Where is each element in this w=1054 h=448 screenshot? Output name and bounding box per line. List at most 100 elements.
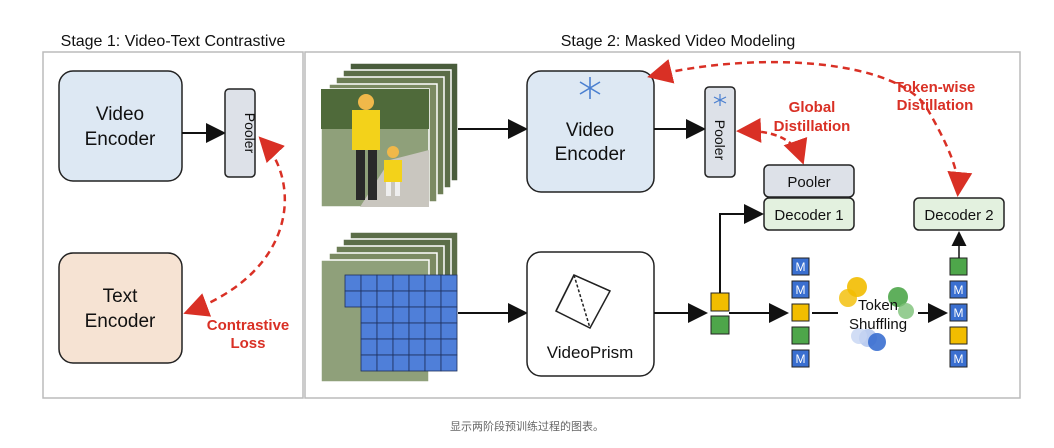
mask-cell — [360, 274, 378, 292]
stage1-panel — [42, 51, 304, 399]
mask-cell — [344, 274, 362, 292]
token-yellow — [710, 292, 730, 312]
stage2-pooler-vertical-label: Pooler — [712, 120, 728, 161]
mask-token-label: M — [954, 352, 964, 366]
stage1-text-encoder-line2: Encoder — [85, 311, 156, 332]
mask-token-label: M — [796, 283, 806, 297]
mask-cell — [392, 354, 410, 372]
mask-token-label: M — [796, 352, 806, 366]
mask-cell — [424, 322, 442, 340]
decoder2: Decoder 2 — [913, 197, 1005, 231]
stage2-title: Stage 2: Masked Video Modeling — [561, 33, 796, 50]
mask-cell — [392, 322, 410, 340]
tokens-to-decoder1-arrow — [719, 204, 764, 293]
mask-cell — [376, 322, 394, 340]
mask-cell — [408, 322, 426, 340]
contrastive-loss-line1: Contrastive — [207, 317, 290, 334]
stage1-video-encoder: Video Encoder — [58, 70, 183, 182]
stage1-video-encoder-line2: Encoder — [85, 129, 156, 150]
mask-token — [949, 349, 968, 368]
mask-token — [791, 280, 810, 299]
video-frames-stack-top — [320, 62, 459, 208]
videoprism-box: VideoPrism — [526, 251, 655, 377]
token-yellow — [791, 303, 810, 322]
mask-cell — [376, 274, 394, 292]
stage2-video-encoder-line2: Encoder — [555, 144, 626, 165]
tokenwise-distillation-line2: Distillation — [897, 97, 974, 114]
mask-token — [791, 349, 810, 368]
token-sequence-left: MMM — [791, 257, 810, 368]
mask-token — [949, 303, 968, 322]
masked-video-frames-stack — [320, 231, 459, 383]
decoder2-label: Decoder 2 — [924, 207, 993, 224]
mask-token-label: M — [796, 260, 806, 274]
mask-cell — [440, 306, 458, 324]
mask-cell — [376, 354, 394, 372]
global-distillation-line2: Distillation — [774, 118, 851, 135]
mask-cell — [360, 290, 378, 308]
contrastive-loss-line2: Loss — [230, 335, 265, 352]
decoder1: Decoder 1 — [763, 197, 855, 231]
mask-grid — [344, 274, 458, 372]
token-green — [791, 326, 810, 345]
mask-cell — [408, 354, 426, 372]
tokenwise-distillation-line1: Token-wise — [895, 79, 976, 96]
stage2-video-encoder: Video Encoder — [526, 70, 655, 193]
mask-cell — [440, 274, 458, 292]
mask-cell — [392, 306, 410, 324]
mask-cell — [408, 290, 426, 308]
contrastive-loss-arrow — [183, 136, 287, 317]
stage1-title: Stage 1: Video-Text Contrastive — [61, 33, 286, 50]
stage1-video-encoder-line1: Video — [96, 104, 144, 125]
mask-cell — [392, 290, 410, 308]
mask-cell — [424, 290, 442, 308]
tokenwise-distillation-arrow — [647, 59, 973, 197]
mask-cell — [360, 306, 378, 324]
stage1-text-encoder: Text Encoder — [58, 252, 183, 364]
mask-cell — [424, 306, 442, 324]
global-distillation-line1: Global — [789, 99, 836, 116]
stage1-text-encoder-line1: Text — [103, 286, 139, 307]
token-shuffling-icon — [839, 277, 914, 351]
mask-token — [949, 280, 968, 299]
mask-cell — [408, 274, 426, 292]
mask-cell — [360, 338, 378, 356]
mask-cell — [408, 306, 426, 324]
stage2-pooler-vertical: Pooler — [704, 86, 736, 178]
mask-cell — [440, 354, 458, 372]
mask-token-label: M — [954, 306, 964, 320]
token-yellow — [949, 326, 968, 345]
mask-cell — [408, 338, 426, 356]
token-green — [710, 315, 730, 335]
mask-token — [791, 257, 810, 276]
stage2-pooler: Pooler — [763, 164, 855, 198]
stage1-pooler: Pooler — [224, 88, 258, 178]
visible-tokens — [710, 292, 730, 335]
videoprism-label: VideoPrism — [547, 343, 634, 362]
global-distillation-arrow — [736, 117, 808, 165]
figure-caption: 显示两阶段预训练过程的图表。 — [450, 420, 604, 433]
frozen-snowflake-icon — [579, 77, 601, 99]
token-shuffling-line1: Token — [858, 297, 898, 314]
mask-cell — [376, 306, 394, 324]
mask-cell — [392, 274, 410, 292]
mask-cell — [360, 322, 378, 340]
token-shuffling-line2: Shuffling — [849, 316, 907, 333]
mask-cell — [440, 290, 458, 308]
stage1-pooler-label: Pooler — [242, 113, 258, 154]
mask-cell — [424, 274, 442, 292]
mask-cell — [440, 322, 458, 340]
stage2-video-encoder-line1: Video — [566, 120, 614, 141]
mask-cell — [376, 338, 394, 356]
token-sequence-right: MMM — [949, 257, 968, 368]
mask-cell — [392, 338, 410, 356]
mask-cell — [360, 354, 378, 372]
mask-cell — [376, 290, 394, 308]
token-green — [949, 257, 968, 276]
mask-cell — [440, 338, 458, 356]
stage2-panel — [304, 51, 1021, 399]
stage2-pooler-label: Pooler — [787, 174, 830, 191]
decoder1-label: Decoder 1 — [774, 207, 843, 224]
mask-cell — [424, 354, 442, 372]
prism-icon — [554, 274, 612, 329]
